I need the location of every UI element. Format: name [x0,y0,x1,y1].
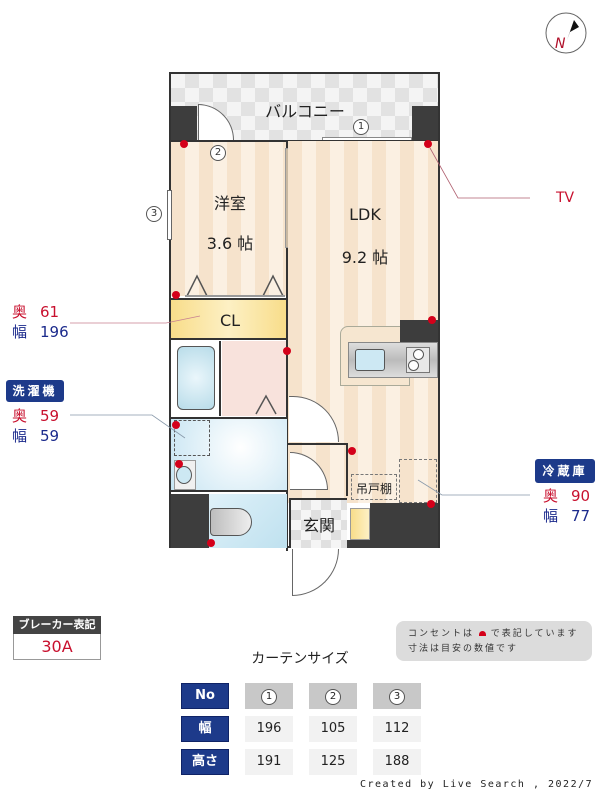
hanging-cabinet-label: 吊戸棚 [355,482,392,496]
ldk-name: LDK [349,205,381,224]
window-3[interactable] [167,190,172,240]
depth-value: 59 [40,407,60,425]
breaker-value: 30A [13,634,101,660]
svg-text:N: N [555,36,566,52]
wall-block [370,503,438,548]
hanging-cabinet [351,474,397,500]
closet-door-icon [185,274,285,297]
washer-space [174,420,210,456]
wall-pillar [347,540,372,548]
western-room-size: 3.6 帖 [206,234,254,253]
wall-pillar [400,320,438,342]
closet-label: CL [219,311,241,330]
outlet-icon [175,460,183,468]
wall-pillar [412,106,438,140]
table-cell: 105 [309,716,357,742]
washroom [222,341,286,416]
washer-badge: 洗濯機 [6,380,64,402]
outlet-icon [348,447,356,455]
table-cell: 191 [245,749,293,775]
wall-block [171,494,209,548]
wall-line [286,141,288,551]
table-cell: 196 [245,716,293,742]
floor-plan: バルコニー 1 2 洋室 3.6 帖 3 LDK 9.2 帖 CL [70,72,530,596]
row-header: 幅 [181,716,229,742]
closet-dimensions: 奥 61 幅 196 [12,302,69,342]
outlet-legend-icon [478,631,486,636]
depth-label: 奥 [12,303,28,321]
western-room-name: 洋室 [213,194,246,213]
breaker-title: ブレーカー表記 [13,616,101,634]
outlet-icon [424,140,432,148]
washer-callout: 洗濯機 奥 59 幅 59 [6,380,64,446]
fridge-space [399,459,437,503]
table-cell: 112 [373,716,421,742]
western-room [171,141,286,296]
table-row: No 1 2 3 [181,683,437,709]
legend-note: コンセントは で表記しています 寸法は目安の数値です [396,621,592,661]
credit-text: Created by Live Search , 2022/7 [360,779,594,790]
table-row: 幅 196 105 112 [181,716,437,742]
breaker-box: ブレーカー表記 30A [13,616,101,660]
note-text: で表記しています [490,629,579,639]
depth-value: 61 [40,303,60,321]
width-label: 幅 [12,427,28,445]
note-text: コンセントは [408,629,475,639]
wall-pillar [171,106,197,140]
table-cell: 2 [309,683,357,709]
outlet-icon [207,539,215,547]
depth-label: 奥 [12,407,28,425]
depth-value: 90 [571,487,591,505]
kitchen-sink [355,349,385,371]
tv-callout: TV [556,190,575,206]
note-text: 寸法は目安の数値です [408,644,519,654]
table-cell: 1 [245,683,293,709]
width-label: 幅 [12,323,28,341]
outlet-icon [180,140,188,148]
curtain-size-table: No 1 2 3 幅 196 105 112 高さ 191 125 188 [181,683,437,782]
outlet-icon [172,421,180,429]
ldk-size: 9.2 帖 [341,248,389,267]
table-cell: 188 [373,749,421,775]
fridge-badge: 冷蔵庫 [535,459,595,483]
entrance-label: 玄関 [302,516,335,535]
table-cell: 3 [373,683,421,709]
window-marker-2: 2 [210,145,226,161]
window-marker-3: 3 [146,206,162,222]
compass: N [543,10,589,56]
width-value: 196 [40,323,69,341]
width-label: 幅 [543,507,559,525]
leader-lines [70,147,530,496]
outlet-icon [428,316,436,324]
outlet-icon [172,291,180,299]
shoe-cabinet [350,508,370,540]
table-cell: 125 [309,749,357,775]
curtain-size-title: カーテンサイズ [251,651,349,667]
depth-label: 奥 [543,487,559,505]
width-value: 59 [40,427,60,445]
row-header: 高さ [181,749,229,775]
row-header: No [181,683,229,709]
table-row: 高さ 191 125 188 [181,749,437,775]
stove-burner [413,349,424,360]
stove-burner [408,360,419,371]
width-value: 77 [571,507,591,525]
bathtub [177,346,215,410]
window-marker-1: 1 [353,119,369,135]
wash-basin-bowl [176,466,192,484]
toilet [210,508,252,536]
outlet-icon [427,500,435,508]
balcony-label: バルコニー [265,102,345,121]
fridge-callout: 冷蔵庫 奥 90 幅 77 [535,459,595,526]
closet [171,298,286,340]
door-icon [255,394,277,415]
compass-icon: N [545,12,587,54]
outlet-icon [283,347,291,355]
entrance [289,498,347,548]
